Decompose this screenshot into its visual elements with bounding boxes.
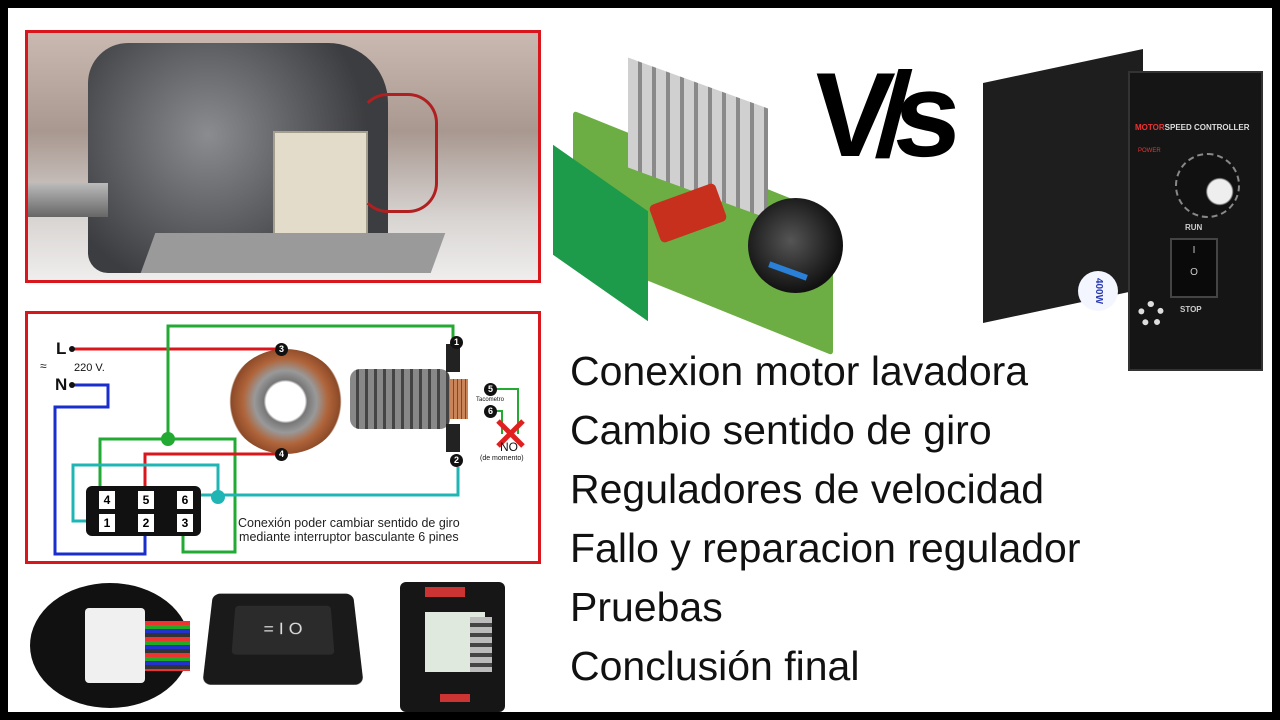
diagram-wires	[53, 324, 525, 556]
motor-terminal-6: 6	[484, 405, 497, 418]
label-voltage: 220 V.	[74, 362, 105, 374]
rotor-image	[350, 369, 450, 429]
wire-N	[53, 383, 147, 556]
wattage-sticker-text: 400W	[1093, 277, 1104, 305]
stator-image	[228, 349, 343, 454]
motor-terminal-3: 3	[275, 343, 288, 356]
topic-item: Conclusión final	[570, 643, 860, 689]
switch-pin-5: 5	[138, 491, 154, 509]
stop-label: STOP	[1180, 305, 1202, 314]
switch-pin-1: 1	[99, 514, 115, 532]
rocker-switch-photo: = I O	[202, 593, 364, 685]
switch-pin-6: 6	[177, 491, 193, 509]
motor-terminal-1: 1	[450, 336, 463, 349]
motor-photo-frame	[25, 30, 541, 283]
motor-base-plate	[140, 233, 446, 273]
switch-on-mark: I	[1192, 245, 1196, 256]
no-cross	[496, 419, 525, 448]
switch-pin-4: 4	[99, 491, 115, 509]
topic-list: Conexion motor lavadora Cambio sentido d…	[570, 342, 1081, 696]
topic-item: Fallo y reparacion regulador	[570, 525, 1081, 571]
wire-green-top	[166, 324, 455, 434]
junction-cyan	[211, 490, 225, 504]
vs-label: V/s	[808, 48, 950, 182]
dimmer-knob	[748, 198, 843, 293]
junction-green	[161, 432, 175, 446]
power-rocker-switch[interactable]: I O	[1170, 238, 1218, 298]
thumbnail-canvas: L N ≈ 220 V. 1 2 3 4 5 6 Tacometro NO (d…	[8, 8, 1272, 712]
gear-icon	[1138, 301, 1164, 327]
topic-item: Cambio sentido de giro	[570, 407, 992, 453]
power-label: POWER	[1138, 148, 1161, 154]
label-no: NO	[500, 440, 518, 454]
topic-item: Pruebas	[570, 584, 723, 630]
motor-shaft	[28, 183, 108, 217]
motor-terminal-4: 4	[275, 448, 288, 461]
label-tacometro: Tacometro	[476, 397, 505, 403]
brand-motor: MOTOR	[1135, 123, 1165, 132]
ac-symbol: ≈	[40, 359, 47, 373]
caption-line-1: Conexión poder cambiar sentido de giro	[238, 516, 460, 530]
controller-board-photo	[400, 582, 505, 712]
dimmer-module-photo	[553, 57, 873, 356]
motor-terminal-2: 2	[450, 454, 463, 467]
motor-connector-block	[273, 131, 368, 236]
connector-photo	[30, 583, 190, 708]
switch-off-mark: O	[1190, 267, 1198, 278]
brand-speed-controller: SPEED CONTROLLER	[1164, 123, 1250, 132]
topic-item: Conexion motor lavadora	[570, 348, 1029, 394]
label-no-note: (de momento)	[480, 455, 524, 462]
caption-line-2: mediante interruptor basculante 6 pines	[239, 530, 459, 544]
speed-dial[interactable]	[1175, 153, 1240, 218]
motor-wires	[358, 93, 438, 213]
run-label: RUN	[1185, 223, 1203, 232]
speed-controller-photo: MOTORSPEED CONTROLLER POWER RUN I O STOP…	[978, 46, 1268, 376]
wire-cyan	[71, 463, 460, 523]
label-L: L	[56, 339, 67, 358]
switch-pin-3: 3	[177, 514, 193, 532]
topic-item: Reguladores de velocidad	[570, 466, 1045, 512]
commutator	[450, 379, 468, 419]
brush-top	[446, 344, 460, 372]
wiring-diagram: L N ≈ 220 V. 1 2 3 4 5 6 Tacometro NO (d…	[25, 311, 541, 564]
diagram-caption: Conexión poder cambiar sentido de giro m…	[238, 516, 460, 544]
wattage-sticker: 400W	[1078, 271, 1118, 311]
label-N: N	[55, 375, 68, 394]
rocker-switch-schematic: 4 5 6 1 2 3	[86, 486, 201, 536]
brush-bottom	[446, 424, 460, 452]
wire-red-4	[143, 452, 278, 494]
controller-body	[983, 48, 1143, 324]
motor-terminal-5: 5	[484, 383, 497, 396]
switch-pin-2: 2	[138, 514, 154, 532]
